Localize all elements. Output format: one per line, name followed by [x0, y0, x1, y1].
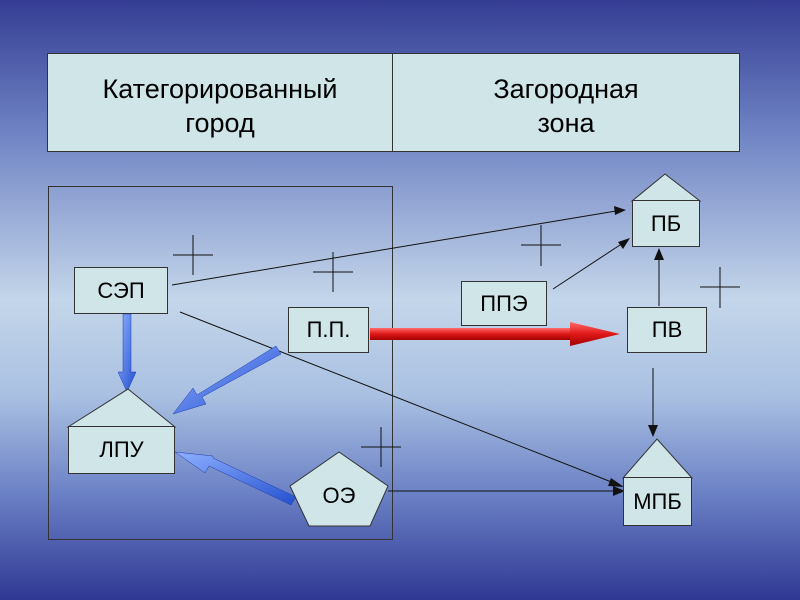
cross-marker-2 — [313, 252, 353, 292]
blue-arrow-oe-lpu — [174, 451, 297, 506]
node-pv: ПВ — [627, 307, 707, 353]
line-sep-mpb — [179, 311, 615, 484]
node-pb-label: ПБ — [650, 210, 682, 236]
node-ppe-label: ППЭ — [480, 290, 528, 316]
red-arrow-pp-pv — [370, 322, 620, 346]
arrowhead-pv-pb — [654, 248, 664, 260]
node-mpb-label: МПБ — [633, 488, 682, 514]
header-table: Категорированный город Загородная зона — [47, 53, 740, 152]
blue-arrow-pp-lpu — [172, 345, 282, 415]
node-sep: СЭП — [74, 267, 168, 314]
cross-marker-1 — [173, 235, 213, 275]
cross-marker-3 — [521, 225, 561, 266]
line-ppe-pb — [552, 242, 624, 290]
header-city-label: Категорированный город — [102, 74, 338, 138]
node-sep-label: СЭП — [97, 277, 145, 303]
city-frame — [48, 186, 393, 540]
arrowhead-oe-mpb — [613, 486, 625, 496]
node-lpu: ЛПУ — [68, 426, 175, 474]
pb-roof — [630, 173, 702, 202]
line-sep-pb — [171, 210, 617, 286]
blue-arrow-sep-lpu — [117, 313, 137, 393]
node-lpu-label: ЛПУ — [99, 437, 144, 462]
cross-marker-5 — [361, 427, 401, 467]
node-ppe: ППЭ — [461, 281, 547, 326]
node-pp-label: П.П. — [306, 317, 351, 342]
arrowhead-ppe-pb — [618, 238, 630, 249]
arrowhead-sep-mpb — [608, 478, 624, 487]
node-pb: ПБ — [632, 200, 700, 247]
node-oe-label: ОЭ — [322, 483, 356, 508]
header-suburban: Загородная зона — [393, 54, 739, 151]
node-mpb: МПБ — [623, 477, 692, 526]
mpb-roof — [621, 438, 694, 479]
arrowhead-pv-mpb — [648, 425, 658, 437]
node-pv-label: ПВ — [651, 317, 683, 342]
arrowhead-sep-pb — [614, 206, 626, 215]
cross-marker-4 — [700, 267, 740, 308]
oe-pentagon — [289, 451, 389, 527]
header-suburban-label: Загородная зона — [493, 74, 639, 138]
lpu-roof — [66, 388, 177, 428]
node-pp: П.П. — [288, 307, 369, 353]
node-oe: ОЭ — [306, 476, 372, 516]
header-city: Категорированный город — [48, 54, 393, 151]
